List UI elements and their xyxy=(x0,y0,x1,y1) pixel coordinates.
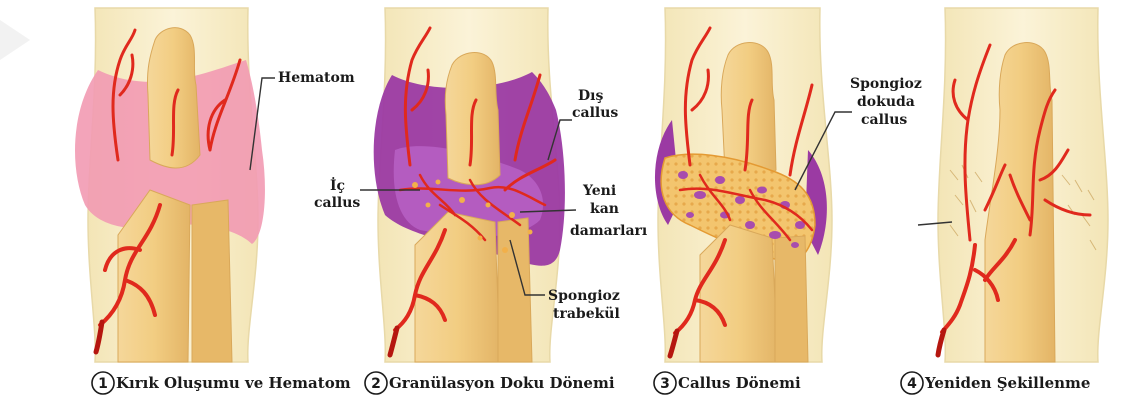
hematom-label: Hematom xyxy=(278,70,355,86)
stage-caption: Callus Dönemi xyxy=(678,374,801,392)
spongioz-trabekul-label-2: trabekül xyxy=(553,306,620,322)
stage-caption: Granülasyon Doku Dönemi xyxy=(389,374,615,392)
yeni-kan-damarlari-label-2: kan xyxy=(590,201,619,217)
spongioz-dokuda-callus-label-2: dokuda xyxy=(857,94,915,110)
dis-callus-label-2: callus xyxy=(572,105,618,121)
dis-callus-label-1: Dış xyxy=(578,88,603,104)
stage-3-caption: 3 Callus Dönemi xyxy=(654,372,801,394)
spongioz-trabekul-label-1: Spongioz xyxy=(548,288,620,304)
stage-3-illustration xyxy=(655,8,852,362)
stage-caption: Yeniden Şekillenme xyxy=(924,374,1090,392)
stage-number: 1 xyxy=(98,376,108,392)
yeni-kan-damarlari-label-1: Yeni xyxy=(582,183,616,199)
stage-number: 3 xyxy=(660,376,670,392)
bone-fragment-lower xyxy=(700,225,778,362)
stage-4-caption: 4 Yeniden Şekillenme xyxy=(901,372,1090,394)
bone-fragment-lower xyxy=(415,212,500,362)
stage-number: 2 xyxy=(371,376,381,392)
blood-vessel xyxy=(938,330,944,355)
background-shape xyxy=(0,20,30,60)
stage-1-caption: 1 Kırık Oluşumu ve Hematom xyxy=(92,372,351,394)
spongioz-dokuda-callus-label-1: Spongioz xyxy=(850,76,922,92)
ic-callus-label-2: callus xyxy=(314,195,360,211)
ic-callus-label-1: İç xyxy=(330,175,345,194)
stage-2-illustration xyxy=(360,8,576,362)
stage-4-illustration xyxy=(918,8,1108,362)
bone-fragment-lower-right xyxy=(498,218,532,362)
stage-1-illustration xyxy=(75,8,275,362)
spongioz-dokuda-callus-label-3: callus xyxy=(861,112,907,128)
stage-number: 4 xyxy=(907,376,917,392)
stage-2-caption: 2 Granülasyon Doku Dönemi xyxy=(365,372,615,394)
bone-fragment-lower-right xyxy=(192,200,232,362)
stage-caption: Kırık Oluşumu ve Hematom xyxy=(116,374,351,392)
yeni-kan-damarlari-label-3: damarları xyxy=(570,223,647,239)
bone-fragment-lower-right xyxy=(775,236,808,362)
